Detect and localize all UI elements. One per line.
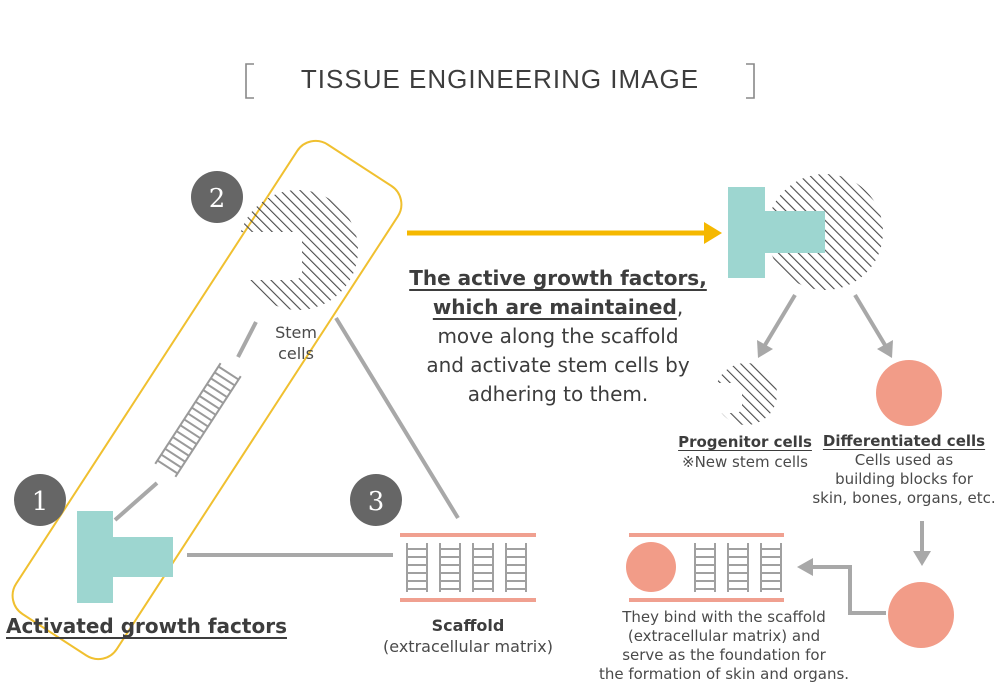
differentiated-label-line3: skin, bones, organs, etc.: [812, 489, 996, 507]
ladder-rung: [202, 389, 224, 404]
title-bracket-right: [746, 63, 755, 99]
connector-stem-scaffold: [334, 316, 460, 520]
ladder-rung: [156, 459, 179, 475]
badge-2: 2: [191, 171, 243, 223]
ladder-rung: [164, 447, 186, 463]
progenitor-label-note: ※New stem cells: [682, 453, 808, 471]
bind-caption-line2: (extracellular matrix) and: [627, 627, 821, 645]
scaffold-icon: [400, 533, 536, 602]
activated-growth-factors-label: Activated growth factors: [6, 614, 287, 638]
ladder-rung: [191, 406, 213, 422]
progenitor-label-title: Progenitor cells: [678, 433, 812, 451]
arrowhead-to-progenitor: [757, 340, 773, 358]
bound-cell-icon: [888, 582, 954, 648]
activation-arrowhead: [704, 222, 722, 244]
ladder-rung: [210, 377, 232, 393]
growth-factor-icon: [77, 511, 173, 603]
stem-cells-label-line2: cells: [278, 344, 314, 363]
caption-bold-line2: which are maintained: [432, 295, 677, 319]
badge-1: 1: [14, 474, 66, 526]
ladder-rung: [198, 395, 221, 410]
differentiated-label-line2: building blocks for: [835, 470, 973, 488]
ladder-rung: [183, 418, 205, 434]
arrow-to-progenitor: [763, 293, 797, 347]
differentiated-cell-icon: [876, 360, 942, 426]
ladder-rung: [172, 436, 194, 451]
ladder-rung: [179, 424, 201, 440]
highlight-frame: [11, 139, 403, 661]
activation-caption: The active growth factors, which are mai…: [395, 264, 721, 409]
attached-growth-factor-icon: [728, 187, 825, 278]
progenitor-label: Progenitor cells ※New stem cells: [666, 432, 824, 472]
ladder-rung: [175, 430, 198, 445]
ladder-rung: [214, 371, 236, 387]
differentiated-label-line1: Cells used as: [854, 451, 954, 469]
bind-caption-line1: They bind with the scaffold: [622, 608, 826, 626]
ladder-rung: [206, 383, 228, 399]
cell-on-scaffold-icon: [626, 533, 784, 602]
ladder-rung: [195, 400, 217, 416]
badge-3: 3: [350, 474, 402, 526]
diagonal-ladder: [154, 362, 242, 478]
connector-factor-ladder: [113, 481, 159, 522]
scaffold-label-sub: (extracellular matrix): [383, 637, 553, 656]
svg-text:2: 2: [209, 184, 226, 214]
caption-comma: ,: [676, 295, 684, 319]
scaffold-label-title: Scaffold: [431, 616, 505, 635]
caption-line3: move along the scaffold: [437, 324, 679, 348]
connector-ladder-stem: [236, 321, 258, 358]
svg-text:3: 3: [368, 487, 385, 517]
ladder-rung: [217, 365, 240, 381]
progenitor-cell-icon: [715, 363, 777, 425]
ladder-rung: [168, 441, 190, 457]
differentiated-label: Differentiated cells Cells used as build…: [810, 432, 998, 508]
svg-text:1: 1: [32, 487, 49, 517]
caption-line5: adhering to them.: [467, 382, 649, 406]
differentiated-label-title: Differentiated cells: [822, 432, 986, 450]
arrowhead-down: [913, 551, 931, 566]
caption-line4: and activate stem cells by: [426, 353, 690, 377]
arrow-elbow: [812, 565, 886, 615]
bind-caption-line3: serve as the foundation for: [622, 646, 826, 664]
stem-cell-icon: [238, 190, 358, 310]
scaffold-label: Scaffold (extracellular matrix): [372, 615, 564, 657]
arrowhead-to-differentiated: [877, 340, 893, 358]
stem-cells-label: Stem cells: [266, 322, 326, 364]
caption-bold-line1: The active growth factors,: [409, 266, 707, 290]
arrowhead-elbow: [797, 558, 813, 576]
ladder-rung: [187, 412, 209, 428]
title-bracket-left: [245, 63, 254, 99]
bind-caption: They bind with the scaffold (extracellul…: [574, 608, 874, 684]
bind-caption-line4: the formation of skin and organs.: [598, 665, 850, 683]
stem-cells-label-line1: Stem: [275, 323, 317, 342]
page-title: TISSUE ENGINEERING IMAGE: [300, 64, 700, 94]
arrow-to-differentiated: [853, 293, 887, 347]
ladder-rung: [160, 453, 182, 469]
